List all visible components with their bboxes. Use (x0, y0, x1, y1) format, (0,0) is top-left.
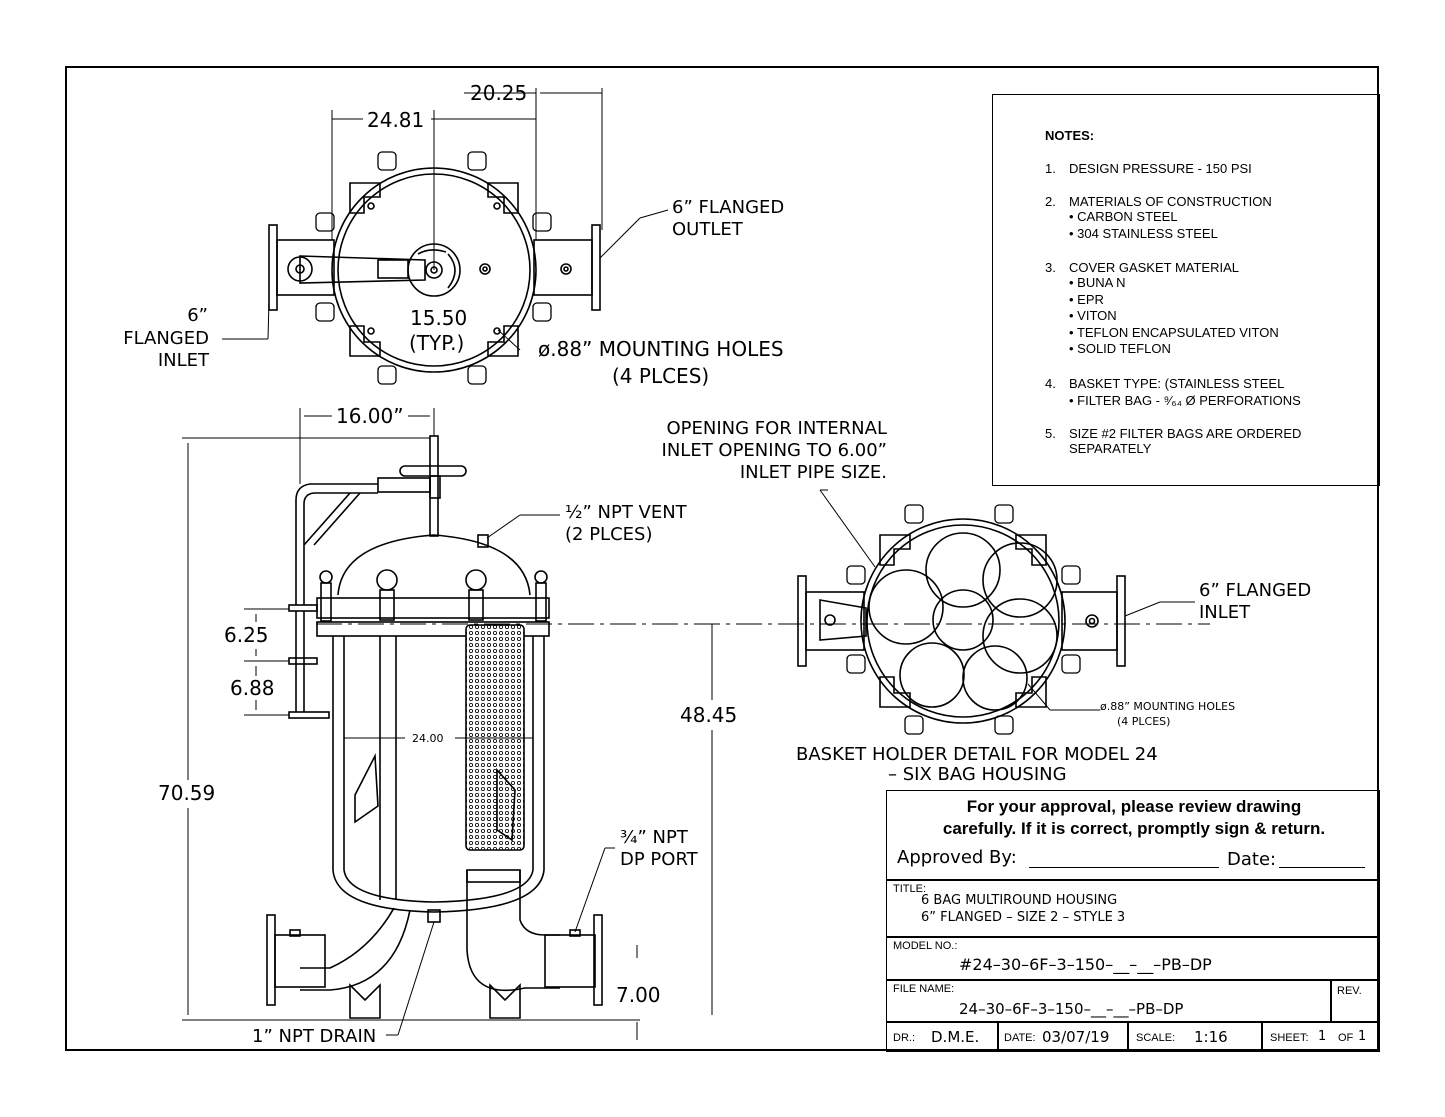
title-block: For your approval, please review drawing… (886, 790, 1380, 1052)
detail-caption-1: BASKET HOLDER DETAIL FOR MODEL 24 (796, 744, 1158, 765)
title-label: TITLE: (893, 883, 927, 895)
rev-cell: REV. (1330, 979, 1380, 1023)
dim-15-50: 15.50 (410, 306, 467, 330)
outlet-label-2: OUTLET (672, 219, 744, 240)
sheet-cell: SHEET: 1 OF 1 (1261, 1021, 1380, 1052)
top-view (222, 88, 669, 385)
dim-20-25: 20.25 (470, 81, 527, 105)
note-2: 2.MATERIALS OF CONSTRUCTION CARBON STEEL… (1045, 194, 1365, 242)
file-label: FILE NAME: (893, 983, 955, 995)
dim-7-00: 7.00 (616, 983, 661, 1007)
detail-inlet-label-2: INLET (1199, 602, 1251, 623)
inlet-label-1: 6” (187, 305, 208, 326)
sheet-number: 1 (1318, 1029, 1327, 1044)
drain-label: 1” NPT DRAIN (252, 1026, 376, 1047)
dim-24-00: 24.00 (412, 732, 444, 745)
inlet-label-2: FLANGED (123, 328, 209, 349)
dim-6-88: 6.88 (230, 676, 275, 700)
notes-header: NOTES: (1045, 128, 1095, 143)
note-1: 1.DESIGN PRESSURE - 150 PSI (1045, 161, 1252, 176)
dim-70-59: 70.59 (158, 781, 215, 805)
opening-label-3: INLET PIPE SIZE. (740, 462, 887, 483)
file-name: 24–30–6F–3–150–__–__–PB–DP (959, 1000, 1184, 1018)
approval-line-2: carefully. If it is correct, promptly si… (942, 819, 1326, 838)
side-view (182, 408, 1210, 1040)
model-label: MODEL NO.: (893, 940, 958, 952)
rev-label: REV. (1337, 985, 1362, 997)
inlet-label-3: INLET (158, 350, 210, 371)
drawing-date: 03/07/19 (1042, 1028, 1110, 1046)
note-5: 5.SIZE #2 FILTER BAGS ARE ORDERED SEPARA… (1045, 426, 1302, 456)
dim-48-45: 48.45 (680, 703, 737, 727)
dim-6-25: 6.25 (224, 623, 269, 647)
date-line[interactable] (1279, 867, 1365, 868)
opening-label-2: INLET OPENING TO 6.00” (662, 440, 887, 461)
vent-label-1: ½” NPT VENT (565, 502, 688, 523)
notes-box: NOTES: 1.DESIGN PRESSURE - 150 PSI 2.MAT… (992, 94, 1380, 486)
opening-label-1: OPENING FOR INTERNAL (666, 418, 887, 439)
date-label: Date: (1227, 849, 1277, 870)
detail-inlet-label-1: 6” FLANGED (1199, 580, 1311, 601)
note-4: 4.BASKET TYPE: (STAINLESS STEEL FILTER B… (1045, 376, 1365, 410)
detail-mounting-label-2: (4 PLCES) (1117, 715, 1170, 728)
detail-mounting-label-1: ø.88” MOUNTING HOLES (1100, 700, 1235, 713)
drawn-by: D.M.E. (931, 1028, 980, 1046)
file-cell: FILE NAME: 24–30–6F–3–150–__–__–PB–DP (886, 979, 1332, 1023)
dp-port-label-1: ¾” NPT (620, 827, 689, 848)
title-line-2: 6” FLANGED – SIZE 2 – STYLE 3 (921, 910, 1126, 925)
sheet-total: 1 (1358, 1029, 1367, 1044)
drawing-scale: 1:16 (1194, 1028, 1228, 1046)
scale-cell: SCALE: 1:16 (1127, 1021, 1263, 1052)
mounting-label-1: ø.88” MOUNTING HOLES (538, 337, 784, 361)
note-3: 3.COVER GASKET MATERIAL BUNA N EPR VITON… (1045, 260, 1365, 358)
mounting-label-2: (4 PLCES) (612, 364, 709, 388)
model-cell: MODEL NO.: #24–30–6F–3–150–__–__–PB–DP (886, 936, 1380, 981)
approval-line-1: For your approval, please review drawing (966, 797, 1302, 816)
date-cell: DATE: 03/07/19 (997, 1021, 1129, 1052)
approval-cell: For your approval, please review drawing… (886, 790, 1380, 881)
drawing-border (65, 66, 1379, 1051)
title-cell: TITLE: 6 BAG MULTIROUND HOUSING 6” FLANG… (886, 879, 1380, 938)
vent-label-2: (2 PLCES) (565, 524, 652, 545)
approved-by-label: Approved By: (897, 847, 1017, 868)
dim-typ: (TYP.) (409, 331, 464, 355)
model-number: #24–30–6F–3–150–__–__–PB–DP (959, 955, 1212, 974)
detail-caption-2: – SIX BAG HOUSING (888, 764, 1067, 785)
dp-port-label-2: DP PORT (620, 849, 699, 870)
dr-cell: DR.: D.M.E. (886, 1021, 999, 1052)
dim-24-81: 24.81 (367, 108, 424, 132)
detail-view (797, 489, 1195, 735)
dim-16-00: 16.00” (336, 404, 404, 428)
signature-line[interactable] (1029, 867, 1219, 868)
outlet-label-1: 6” FLANGED (672, 197, 784, 218)
title-line-1: 6 BAG MULTIROUND HOUSING (921, 893, 1118, 908)
